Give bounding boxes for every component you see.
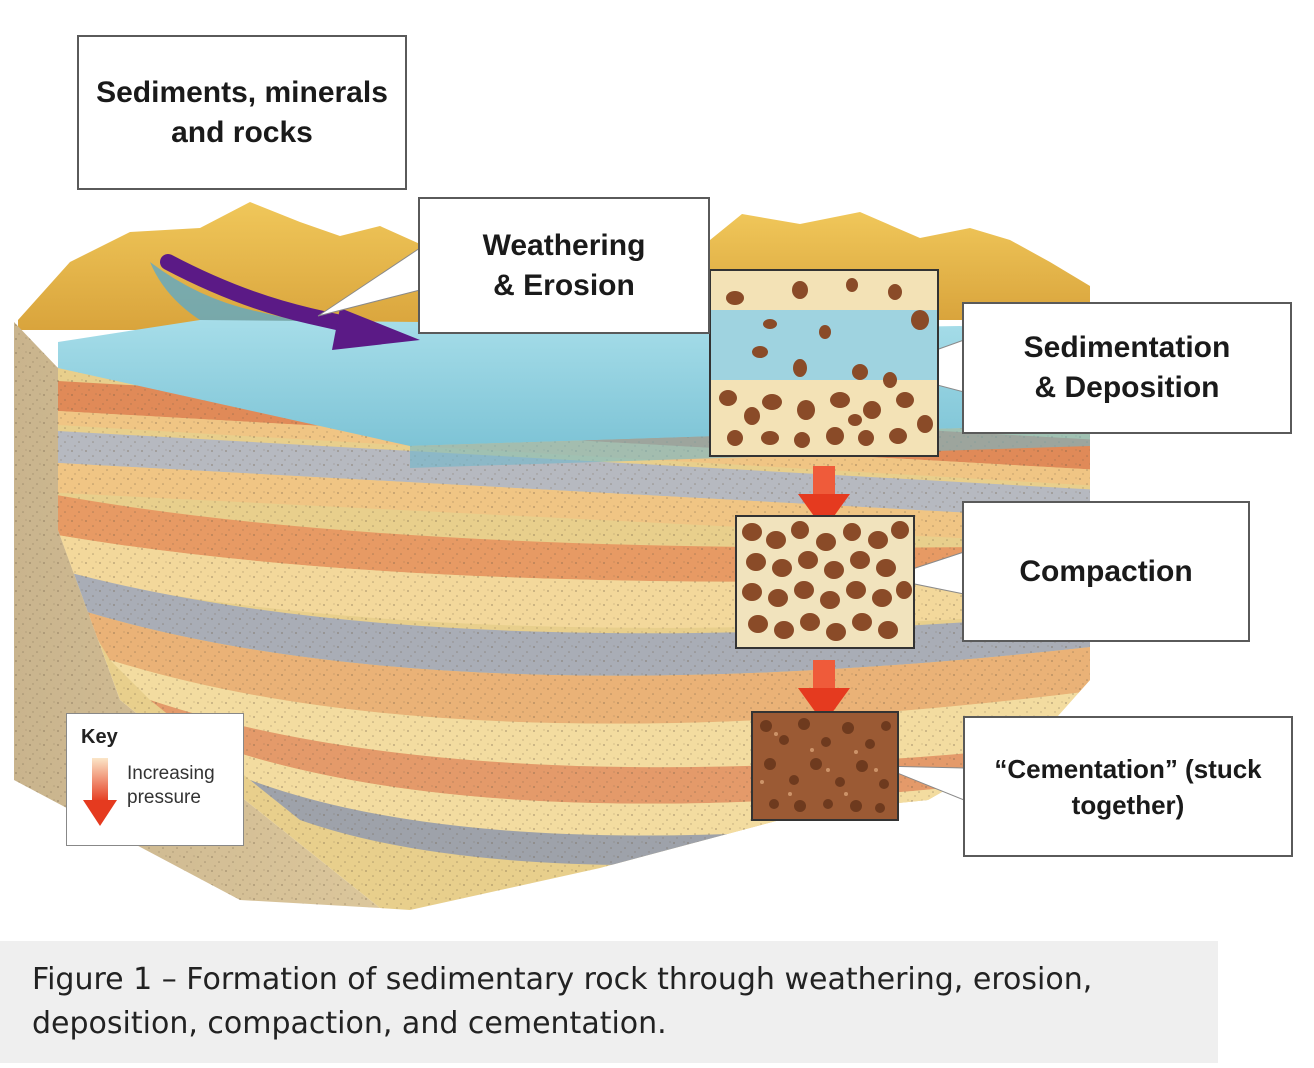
figure-caption: Figure 1 – Formation of sedimentary rock… xyxy=(32,962,1093,1041)
label-sediments-minerals-rocks: Sediments, minerals and rocks xyxy=(77,35,407,190)
label-sedimentation-deposition: Sedimentation & Deposition xyxy=(962,302,1292,434)
cementation-inset xyxy=(751,711,899,821)
compaction-inset xyxy=(735,515,915,649)
key-legend: Key Increasing pressure xyxy=(66,713,244,846)
label-weathering-erosion: Weathering & Erosion xyxy=(418,197,710,334)
pressure-arrow-icon xyxy=(798,466,850,530)
key-title: Key xyxy=(81,726,118,748)
erosion-arrow-icon xyxy=(160,254,420,350)
sedimentation-inset xyxy=(709,269,939,457)
label-cementation: “Cementation” (stuck together) xyxy=(963,716,1293,857)
pressure-arrow-icon xyxy=(798,660,850,724)
caption-band xyxy=(0,941,1218,1063)
key-increasing-pressure-text: Increasing pressure xyxy=(127,763,215,808)
label-compaction: Compaction xyxy=(962,501,1250,642)
red-down-arrow-icon xyxy=(83,758,117,826)
